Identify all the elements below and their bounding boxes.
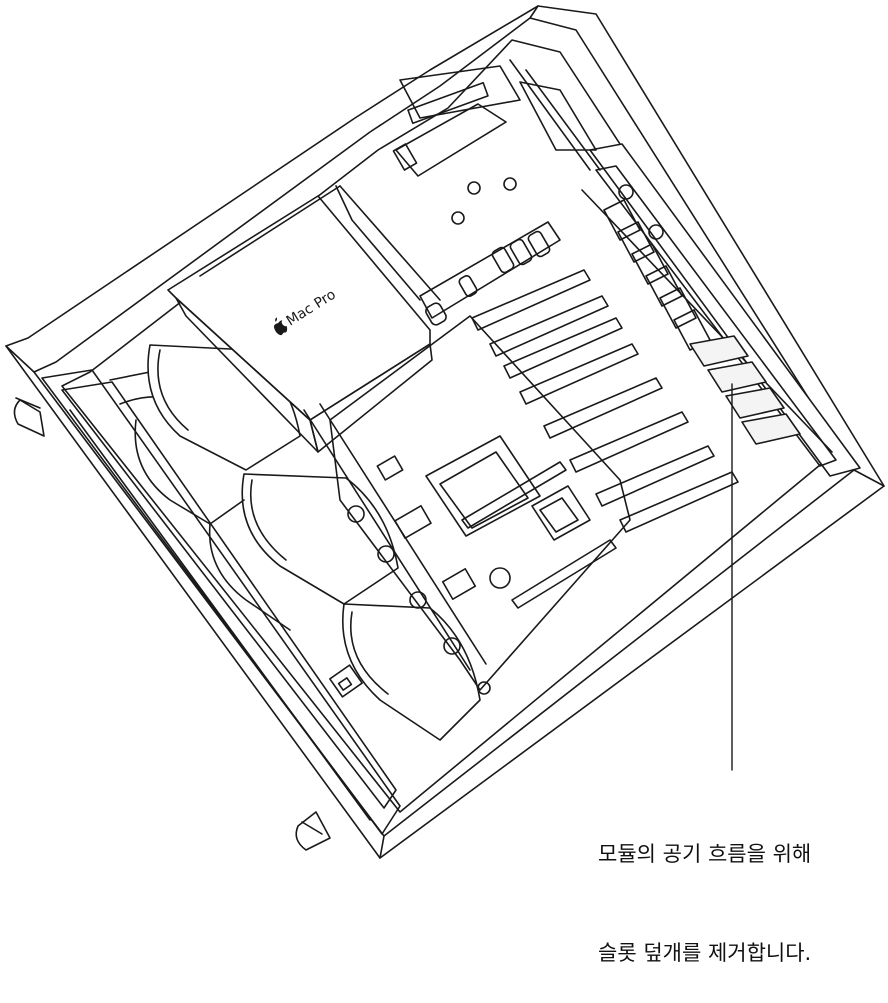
callout-label: 모듈의 공기 흐름을 위해 슬롯 덮개를 제거합니다.: [598, 772, 878, 1003]
mac-pro-interior-illustration: Mac Pro: [5, 5, 885, 859]
logic-board: [303, 315, 631, 695]
processor-cover: [167, 185, 441, 453]
rear-io-area: [392, 65, 561, 326]
slot-covers: [603, 199, 801, 445]
right-frame: [509, 59, 601, 171]
callout-line-2: 슬롯 덮개를 제거합니다.: [598, 941, 812, 965]
chassis-feet: [13, 397, 331, 851]
left-housing: [41, 369, 401, 835]
apple-logo-icon: [273, 317, 288, 336]
callout-line-1: 모듈의 공기 흐름을 위해: [598, 842, 812, 866]
